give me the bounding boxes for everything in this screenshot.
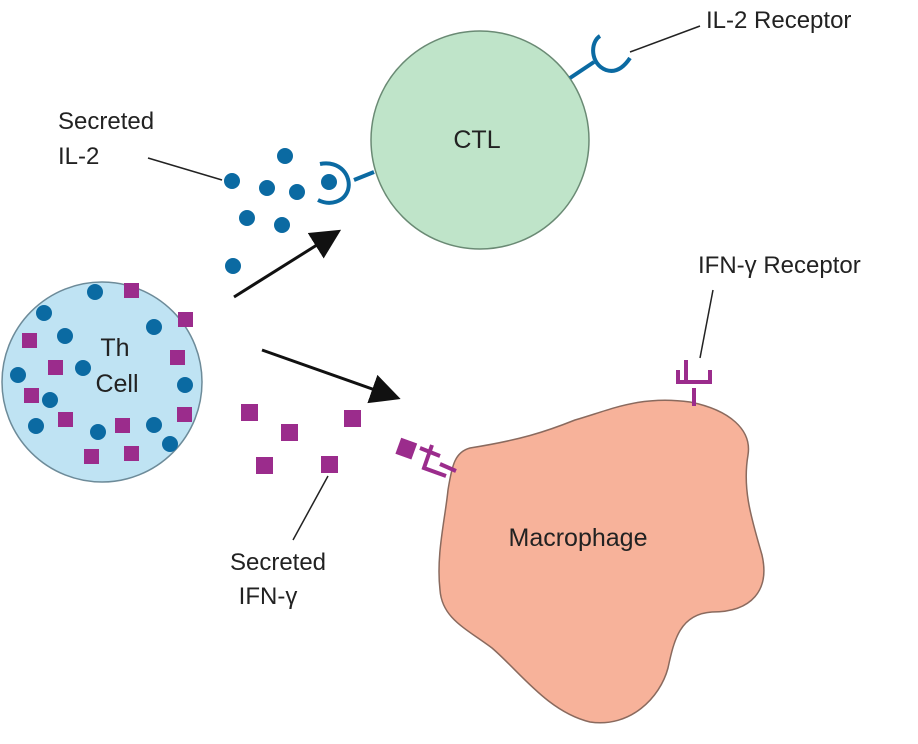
secreted-ifn-label-line1: Secreted bbox=[230, 549, 326, 576]
ifn-receptor-label: IFN-γ Receptor bbox=[698, 252, 861, 279]
arrow-to-ctl bbox=[233, 229, 342, 299]
th-ifn-molecules bbox=[22, 283, 193, 464]
ifn-receptor-bound-icon bbox=[395, 437, 457, 478]
ctl-cell bbox=[370, 30, 590, 250]
th-il2-molecules bbox=[10, 284, 193, 452]
arrow-to-macrophage bbox=[261, 348, 401, 404]
ifn-receptor-top-icon bbox=[676, 360, 712, 406]
th-label-line2: Cell bbox=[95, 370, 138, 398]
leader-secreted-il2 bbox=[147, 157, 223, 181]
il2-receptor-bound-icon bbox=[317, 161, 375, 205]
th-label-line1: Th bbox=[100, 334, 129, 362]
macrophage-label: Macrophage bbox=[509, 524, 648, 552]
leader-ifn-receptor bbox=[699, 289, 714, 359]
secreted-il2-label-line1: Secreted bbox=[58, 108, 154, 135]
il2-receptor-top-icon bbox=[568, 34, 632, 80]
leader-secreted-ifn bbox=[292, 475, 329, 541]
secreted-ifn-molecules bbox=[241, 404, 361, 474]
secreted-il2-label-line2: IL-2 bbox=[58, 143, 99, 170]
il2-receptor-label: IL-2 Receptor bbox=[706, 7, 851, 34]
leader-il2-receptor bbox=[629, 25, 701, 53]
macrophage-cell bbox=[438, 399, 765, 724]
secreted-il2-molecules bbox=[224, 148, 337, 274]
secreted-ifn-label-line2: IFN-γ bbox=[239, 583, 298, 610]
ctl-label: CTL bbox=[453, 126, 500, 154]
